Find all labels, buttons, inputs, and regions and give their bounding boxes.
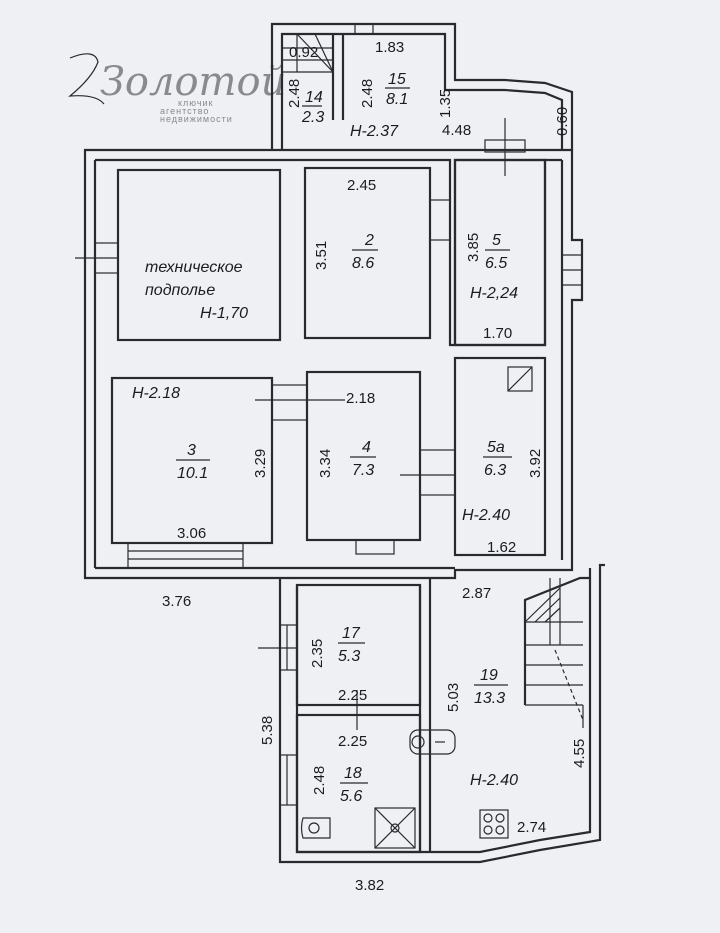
lower-annex-walls: [258, 563, 605, 864]
dim-3-76: 3.76: [162, 593, 191, 610]
r19-num: 19: [480, 667, 498, 684]
r3-height-dim: 3.29: [252, 449, 269, 478]
r14-width: 0.92: [289, 44, 318, 61]
dim-0-60: 0.60: [554, 107, 571, 136]
room-5-outline: [453, 158, 547, 347]
agency-logo: Золотой ключик агентство недвижимости: [68, 53, 286, 124]
r18-num: 18: [344, 765, 362, 782]
shower-fixture: [374, 807, 416, 849]
r5a-num: 5а: [487, 439, 505, 456]
labels: техническое подполье Н-1,70 2.45 3.51 2 …: [132, 39, 588, 894]
r15-width: 1.83: [375, 39, 404, 56]
r5-width: 1.70: [483, 325, 512, 342]
r5-area: 6.5: [485, 255, 507, 272]
r5-num: 5: [492, 232, 501, 249]
logo-sub3: недвижимости: [160, 114, 233, 124]
tech-label-line1: техническое: [145, 259, 243, 276]
r4-width: 2.18: [346, 390, 375, 407]
r19-height-dim: 5.03: [445, 683, 462, 712]
r4-height-dim: 3.34: [317, 449, 334, 478]
r17-area: 5.3: [338, 648, 360, 665]
dim-3-82: 3.82: [355, 877, 384, 894]
r4-num: 4: [362, 439, 371, 456]
r19-width: 2.87: [462, 585, 491, 602]
dim-4-55: 4.55: [571, 739, 588, 768]
r3-width: 3.06: [177, 525, 206, 542]
r15-num: 15: [388, 71, 406, 88]
r17-width: 2.25: [338, 687, 367, 704]
r3-ceiling: Н-2.18: [132, 385, 180, 402]
r15-area: 8.1: [386, 91, 408, 108]
logo-sub2: агентство: [160, 106, 209, 116]
r18-width: 2.25: [338, 733, 367, 750]
r15-height-dim: 2.48: [359, 79, 376, 108]
r2-height-dim: 3.51: [313, 241, 330, 270]
r19-ceiling: Н-2.40: [470, 772, 518, 789]
staircase-19: [523, 576, 590, 728]
r2-width: 2.45: [347, 177, 376, 194]
top-annex-walls: [270, 22, 574, 176]
tech-height: Н-1,70: [200, 305, 248, 322]
dim-2-74: 2.74: [517, 819, 546, 836]
dim-4-48: 4.48: [442, 122, 471, 139]
logo-name: Золотой: [100, 59, 286, 105]
room-2-outline: [303, 166, 432, 340]
r2-num: 2: [364, 232, 374, 249]
r17-num: 17: [342, 625, 361, 642]
r14-area: 2.3: [301, 109, 324, 126]
toilet-fixture: [300, 817, 331, 839]
logo-sub1: ключик: [178, 98, 214, 108]
top-ceiling: Н-2.37: [350, 123, 399, 140]
r17-height-dim: 2.35: [309, 639, 326, 668]
r18-height-dim: 2.48: [311, 766, 328, 795]
r5-height-dim: 3.85: [465, 233, 482, 262]
r14-num: 14: [305, 89, 323, 106]
r5-ceiling: Н-2,24: [470, 285, 518, 302]
r2-area: 8.6: [352, 255, 374, 272]
sink-fixture: [409, 729, 456, 755]
r5a-ceiling: Н-2.40: [462, 507, 510, 524]
r4-area: 7.3: [352, 462, 374, 479]
r3-num: 3: [187, 442, 196, 459]
r14-height-dim: 2.48: [286, 79, 303, 108]
room-5a-outline: [453, 356, 547, 557]
stove-fixture: [479, 809, 509, 839]
r5a-height-dim: 3.92: [527, 449, 544, 478]
r5a-width: 1.62: [487, 539, 516, 556]
r19-area: 13.3: [474, 690, 505, 707]
r18-area: 5.6: [340, 788, 362, 805]
dim-1-35: 1.35: [437, 89, 454, 118]
tech-label-line2: подполье: [145, 282, 215, 299]
r3-area: 10.1: [177, 465, 208, 482]
dim-5-38: 5.38: [259, 716, 276, 745]
r5a-area: 6.3: [484, 462, 506, 479]
